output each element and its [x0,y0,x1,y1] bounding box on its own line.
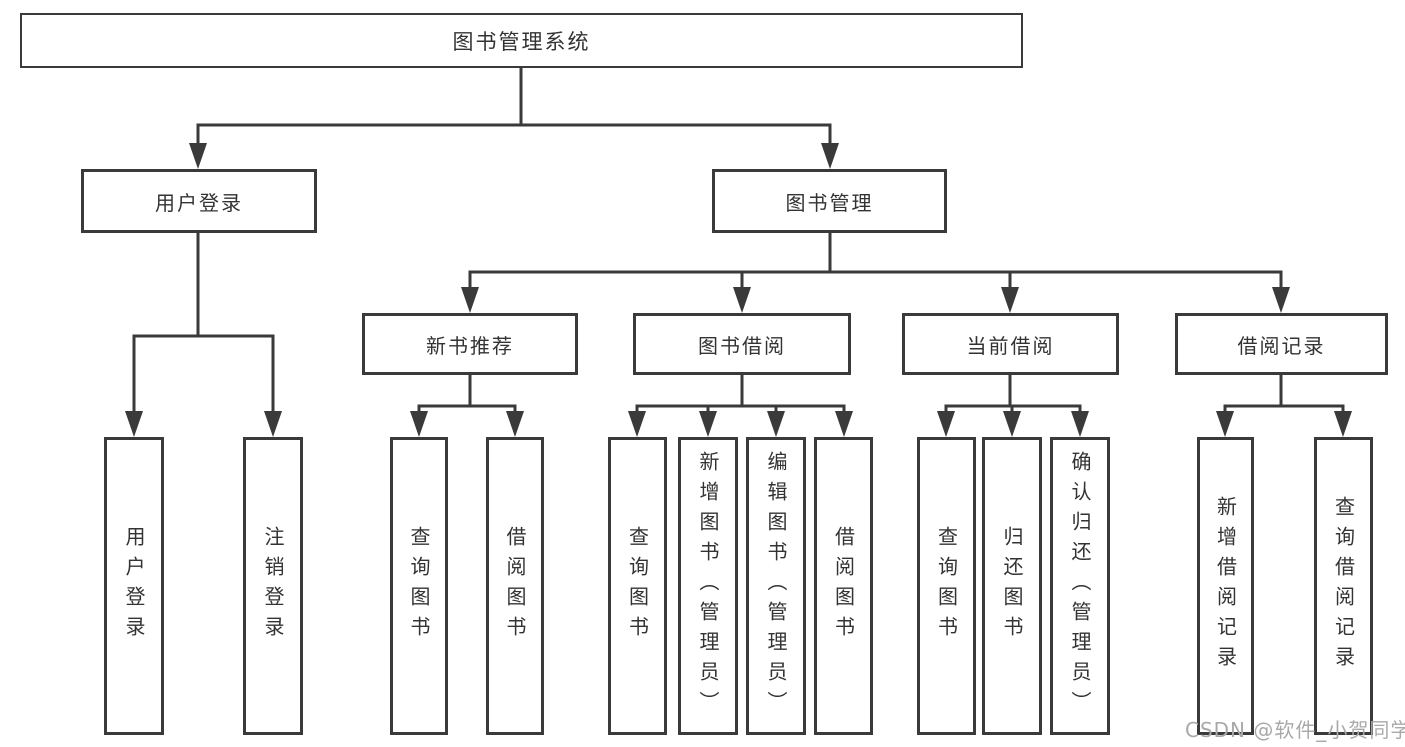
node-label: 图书借阅 [698,333,786,358]
node-label: 查询图书 [625,526,650,646]
leaf-current-return-book: 归还图书 [982,437,1042,735]
node-book-management: 图书管理 [712,169,947,233]
node-book-borrow: 图书借阅 [633,313,851,375]
node-label: 新增借阅记录 [1213,496,1238,676]
leaf-borrow-borrow-book: 借阅图书 [814,437,873,735]
node-label: 新书推荐 [426,333,514,358]
node-user-login: 用户登录 [81,169,317,233]
node-label: 查询图书 [407,526,431,646]
leaf-record-query-borrow-record: 查询借阅记录 [1314,437,1373,735]
node-label: 当前借阅 [966,333,1055,358]
leaf-logout-login: 注销登录 [243,437,303,735]
node-label: 查询借阅记录 [1331,496,1356,676]
node-label: 借阅图书 [503,526,527,646]
node-label: 注销登录 [261,526,285,646]
leaf-record-add-borrow-record: 新增借阅记录 [1197,437,1254,735]
node-label: 借阅图书 [831,526,856,646]
node-borrow-record: 借阅记录 [1175,313,1388,375]
node-label: 用户登录 [122,526,146,646]
leaf-borrow-add-book-admin: 新增图书（管理员） [678,437,738,735]
leaf-current-query-book: 查询图书 [917,437,976,735]
leaf-borrow-edit-book-admin: 编辑图书（管理员） [746,437,806,735]
node-library-management-system: 图书管理系统 [20,13,1023,68]
node-label: 借阅记录 [1237,333,1326,358]
leaf-recommend-borrow-book: 借阅图书 [486,437,544,735]
node-label: 图书管理 [785,190,874,215]
node-current-borrow: 当前借阅 [902,313,1119,375]
node-label: 查询图书 [934,526,959,646]
leaf-current-confirm-return-admin: 确认归还（管理员） [1050,437,1110,735]
node-new-book-recommend: 新书推荐 [362,313,578,375]
node-label: 图书管理系统 [452,29,591,54]
node-label: 编辑图书（管理员） [764,451,788,721]
leaf-recommend-query-book: 查询图书 [390,437,448,735]
node-label: 新增图书（管理员） [696,451,720,721]
node-label: 用户登录 [155,190,243,215]
leaf-borrow-query-book: 查询图书 [608,437,667,735]
node-label: 确认归还（管理员） [1068,451,1092,721]
leaf-user-login: 用户登录 [104,437,164,735]
watermark: CSDN @软件_小贺同学 [1185,718,1405,742]
node-label: 归还图书 [1000,526,1024,646]
